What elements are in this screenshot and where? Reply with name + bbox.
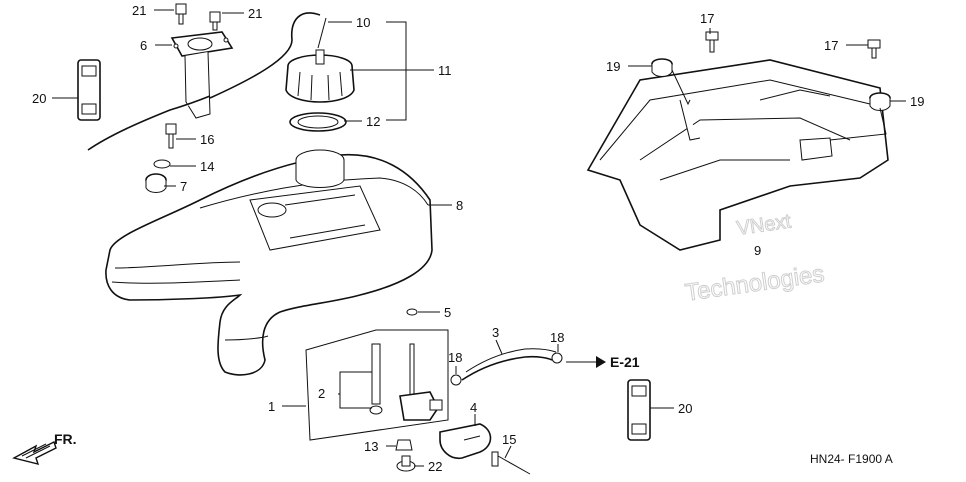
- callout-19-right: 19: [910, 94, 924, 109]
- tank-strap-right: [627, 379, 651, 441]
- callout-14: 14: [200, 159, 214, 174]
- bolt-17-left: [705, 31, 719, 53]
- tank-strap-left: [77, 59, 101, 121]
- svg-text:Technologies: Technologies: [683, 260, 826, 306]
- callout-17-right: 17: [824, 38, 838, 53]
- svg-text:FR.: FR.: [54, 431, 77, 447]
- callout-18-right: 18: [550, 330, 564, 345]
- svg-text:E-21: E-21: [610, 354, 640, 370]
- callout-10: 10: [356, 15, 370, 30]
- callout-2: 2: [318, 386, 325, 401]
- callout-16: 16: [200, 132, 214, 147]
- callout-20-right: 20: [678, 401, 692, 416]
- breather-tube: [209, 12, 321, 99]
- callout-7: 7: [180, 179, 187, 194]
- callout-13: 13: [364, 439, 378, 454]
- callout-22: 22: [428, 459, 442, 474]
- nut-13: [395, 439, 413, 451]
- screw-15: [491, 451, 531, 475]
- callout-9: 9: [754, 243, 761, 258]
- fuel-unit: [170, 31, 234, 119]
- callout-17-left: 17: [700, 11, 714, 26]
- callout-5: 5: [444, 305, 451, 320]
- valve-group-bracket: [305, 329, 449, 441]
- callout-3: 3: [492, 325, 499, 340]
- callout-21-right: 21: [248, 6, 262, 21]
- callout-18-left: 18: [448, 350, 462, 365]
- fuel-tank: [105, 149, 433, 376]
- callout-numbers: 21 21 10 6 11 20 12 16 14 7 8 5 3 18 18 …: [32, 3, 924, 474]
- callout-6: 6: [140, 38, 147, 53]
- callout-4: 4: [470, 400, 477, 415]
- leader-lines: [52, 9, 906, 467]
- bolt-16: [165, 123, 177, 149]
- bolt-21-right: [209, 11, 221, 31]
- fuel-tube: [461, 355, 553, 381]
- fuel-strainer: [369, 343, 383, 415]
- cushion-7: [145, 173, 167, 193]
- callout-1: 1: [268, 399, 275, 414]
- callout-12: 12: [366, 114, 380, 129]
- callout-20-left: 20: [32, 91, 46, 106]
- cap-gasket: [289, 112, 347, 132]
- front-direction-arrow: FR.: [12, 431, 77, 465]
- callout-21-left: 21: [132, 3, 146, 18]
- washer-14: [153, 159, 171, 169]
- e21-reference-arrow: E-21: [566, 354, 640, 370]
- tube-clip-18-right: [551, 352, 563, 364]
- callout-15: 15: [502, 432, 516, 447]
- fuel-cap: [285, 49, 355, 103]
- bolt-22: [396, 455, 416, 472]
- diagram-code: HN24- F1900 A: [810, 452, 893, 466]
- valve-lever: [439, 423, 492, 460]
- fuel-valve: [399, 343, 443, 421]
- heat-guard: [586, 59, 889, 251]
- callout-8: 8: [456, 198, 463, 213]
- bolt-17-right: [867, 39, 881, 59]
- callout-11: 11: [438, 63, 452, 78]
- grommet-19-right: [869, 92, 891, 111]
- svg-text:VNext: VNext: [735, 210, 792, 239]
- callout-19-left: 19: [606, 59, 620, 74]
- bolt-21-left: [175, 3, 187, 25]
- tube-clip-18-left: [450, 374, 462, 386]
- grommet-19-left: [651, 58, 673, 77]
- vent-hose: [87, 95, 211, 151]
